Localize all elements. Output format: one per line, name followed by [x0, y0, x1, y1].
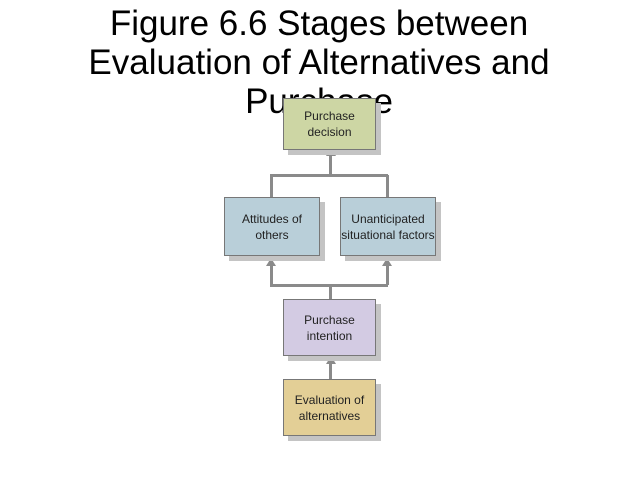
purchase-decision-box: Purchase decision — [283, 98, 376, 150]
connector-to-attitudes — [270, 264, 273, 285]
title-line-1: Figure 6.6 Stages between — [109, 4, 529, 43]
evaluation-of-alternatives-box: Evaluation of alternatives — [283, 379, 376, 436]
arrowhead-intention — [326, 356, 336, 364]
connector-from-attitudes — [270, 175, 273, 197]
connector-to-decision — [329, 154, 332, 175]
arrowhead-situational — [382, 258, 392, 266]
connector-evaluation-to-intention — [329, 362, 332, 380]
connector-intention-up — [329, 285, 332, 300]
slide-title: Figure 6.6 Stages between Evaluation of … — [0, 4, 638, 121]
connector-upper-horizontal — [270, 174, 388, 177]
unanticipated-situational-factors-box: Unanticipated situational factors — [340, 197, 436, 256]
connector-lower-horizontal — [270, 284, 388, 287]
purchase-intention-box: Purchase intention — [283, 299, 376, 356]
arrowhead-decision — [326, 148, 336, 156]
connector-from-situational — [386, 175, 389, 197]
arrowhead-attitudes — [266, 258, 276, 266]
title-line-2: Evaluation of Alternatives and — [88, 43, 550, 82]
attitudes-of-others-box: Attitudes of others — [224, 197, 320, 256]
connector-to-situational — [386, 264, 389, 285]
